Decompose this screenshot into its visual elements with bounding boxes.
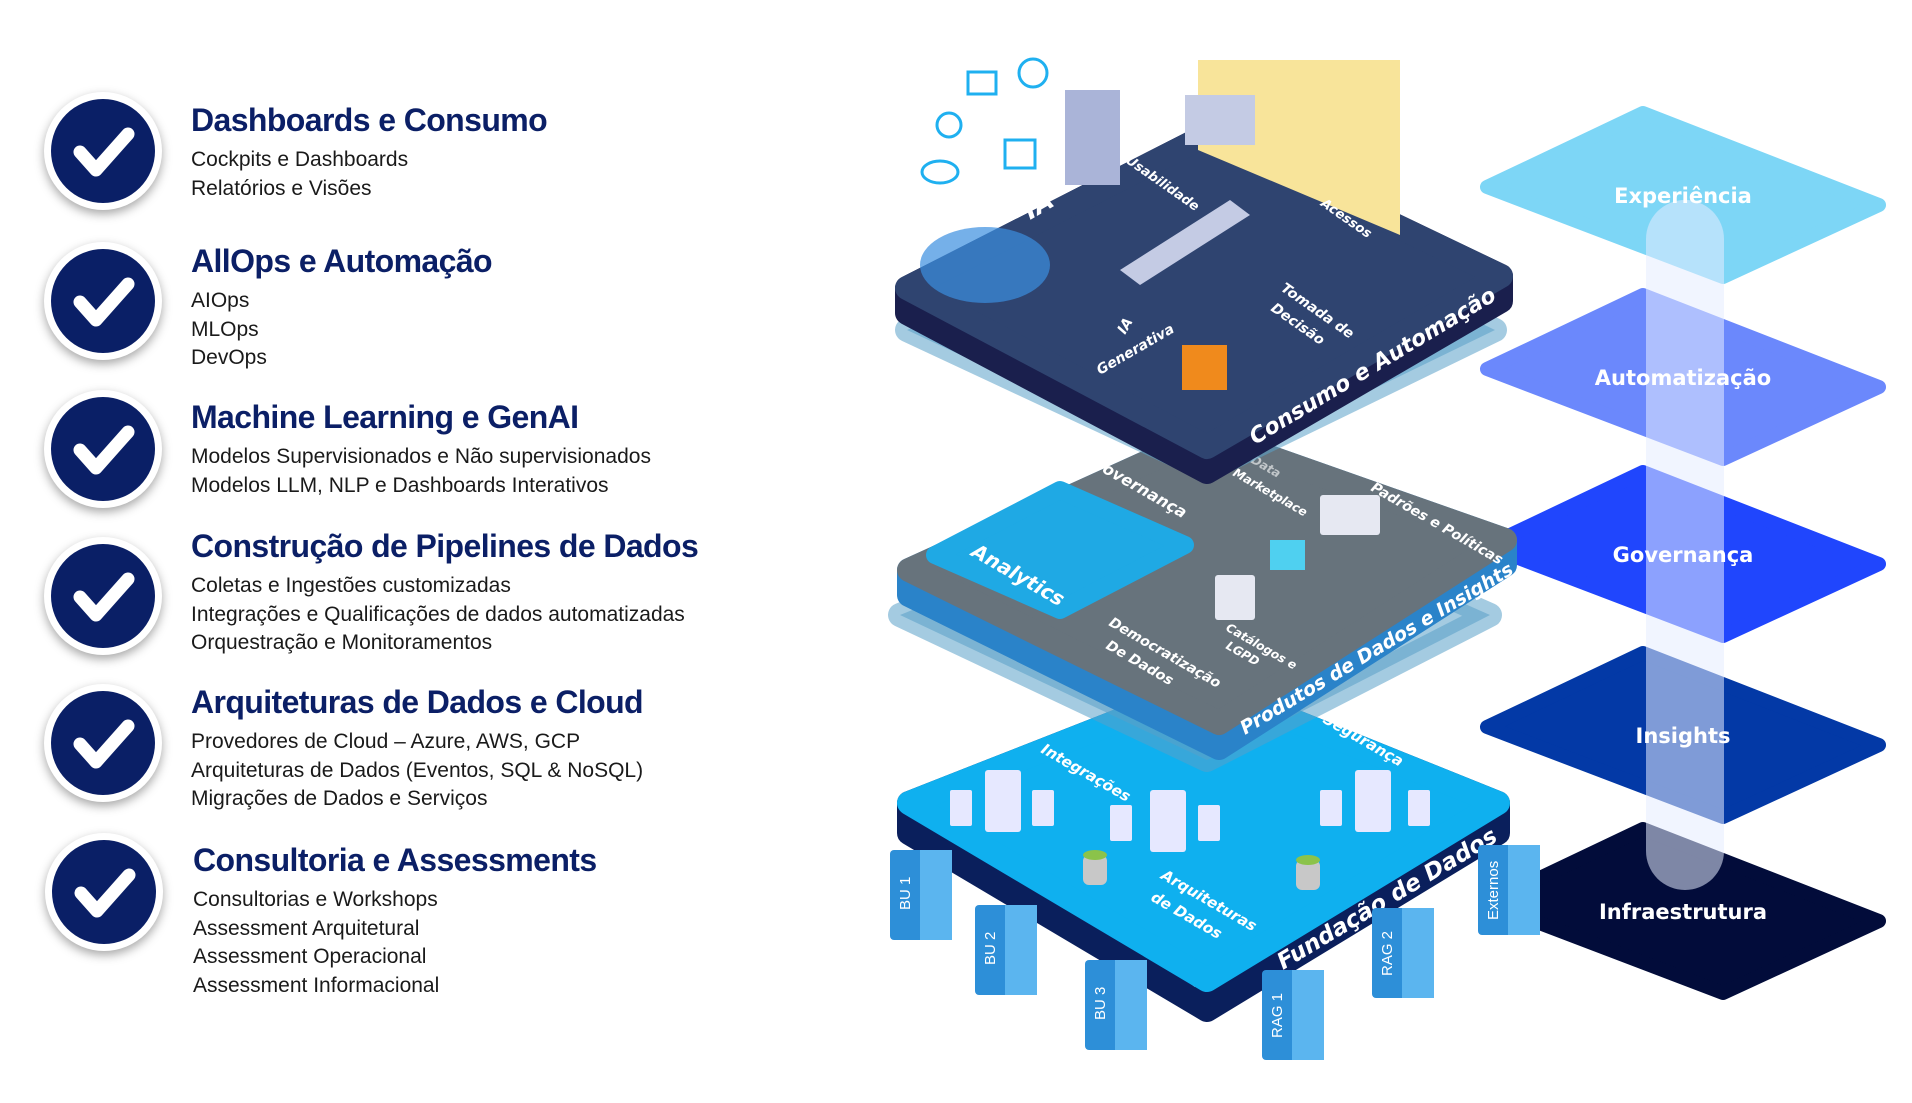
server-bu1: BU 1: [890, 850, 952, 940]
platform-produtos: Governança Data Marketplace Padrões e Po…: [888, 423, 1517, 772]
server-rag1: RAG 1: [1262, 970, 1324, 1060]
service-pipelines: Construção de Pipelines de Dados Coletas…: [191, 526, 699, 658]
layer-label: Automatização: [1595, 366, 1771, 390]
server-rack-icon: [950, 770, 1430, 852]
service-item: Modelos LLM, NLP e Dashboards Interativo…: [191, 473, 609, 497]
check-circle-icon: [45, 833, 163, 951]
server-label: Externos: [1485, 861, 1502, 920]
server-bu3: BU 3: [1085, 960, 1147, 1050]
service-item: MLOps: [191, 317, 259, 341]
server-label: RAG 1: [1269, 993, 1286, 1038]
layer-shape: [1480, 106, 1886, 284]
check-circle-icon: [44, 242, 162, 360]
service-item: Assessment Operacional: [193, 945, 427, 968]
service-item: Integrações e Qualificações de dados aut…: [191, 602, 685, 626]
service-item: Assessment Arquitetural: [193, 916, 420, 940]
layer-experiencia: [1480, 106, 1886, 284]
service-item: Migrações de Dados e Serviços: [191, 787, 488, 810]
service-item: Coletas e Ingestões customizadas: [191, 574, 511, 597]
service-title: Machine Learning e GenAI: [191, 399, 579, 435]
server-label: BU 2: [982, 932, 999, 965]
service-item: Arquiteturas de Dados (Eventos, SQL & No…: [191, 758, 644, 782]
service-item: Orquestração e Monitoramentos: [191, 631, 493, 654]
server-rag2: RAG 2: [1372, 908, 1434, 998]
layer-stack: Experiência Automatização Governança Ins…: [1480, 106, 1886, 1000]
factory-icon: [1215, 495, 1380, 620]
service-ml-genai: Machine Learning e GenAI Modelos Supervi…: [191, 397, 651, 500]
platform-label: IA: [1115, 315, 1137, 337]
layer-label: Experiência: [1614, 184, 1752, 208]
check-circle-icon: [44, 390, 162, 508]
ia-zone: [920, 227, 1050, 303]
machine-icon: [1065, 90, 1255, 285]
service-title: Dashboards e Consumo: [191, 102, 548, 138]
check-circle-icon: [44, 537, 162, 655]
service-dashboards: Dashboards e Consumo Cockpits e Dashboar…: [191, 100, 548, 203]
service-item: Relatórios e Visões: [191, 176, 372, 200]
service-item: AIOps: [191, 289, 250, 312]
service-architecture-cloud: Arquiteturas de Dados e Cloud Provedores…: [191, 682, 644, 814]
service-item: Provedores de Cloud – Azure, AWS, GCP: [191, 730, 581, 753]
platform-consumo: IA Usabilidade Acessos Tomada de Decisão…: [895, 57, 1513, 484]
cube-stack-icon: [1182, 345, 1227, 390]
servers: BU 1 BU 2 BU 3 RAG 1 RAG 2 Externos: [890, 845, 1540, 1060]
server-externos: Externos: [1478, 845, 1540, 935]
service-item: Consultorias e Workshops: [193, 888, 438, 911]
service-allops: AllOps e Automação AIOps MLOps DevOps: [191, 241, 493, 373]
database-icon: [1083, 850, 1320, 890]
service-title: Construção de Pipelines de Dados: [191, 528, 699, 564]
layer-infraestrutura: [1480, 822, 1886, 1000]
layer-column: [1646, 200, 1724, 890]
service-title: Consultoria e Assessments: [193, 842, 597, 878]
layer-label: Insights: [1636, 724, 1731, 748]
cloud-icons: [920, 57, 1049, 185]
service-item: Modelos Supervisionados e Não supervisio…: [191, 445, 651, 468]
service-item: Assessment Informacional: [193, 973, 440, 997]
analytics-area: [926, 481, 1194, 619]
service-item: DevOps: [191, 346, 267, 369]
check-circle-icon: [44, 92, 162, 210]
layer-label: Governança: [1613, 543, 1754, 567]
service-consulting: Consultoria e Assessments Consultorias e…: [193, 840, 597, 1000]
layer-shape: [1480, 822, 1886, 1000]
server-bu2: BU 2: [975, 905, 1037, 995]
server-label: RAG 2: [1379, 931, 1396, 976]
check-circle-icon: [44, 684, 162, 802]
service-item: Cockpits e Dashboards: [191, 148, 409, 171]
server-label: BU 3: [1092, 987, 1109, 1020]
layer-label: Infraestrutura: [1599, 900, 1767, 924]
service-title: Arquiteturas de Dados e Cloud: [191, 684, 644, 720]
service-title: AllOps e Automação: [191, 243, 493, 279]
server-label: BU 1: [897, 877, 914, 910]
